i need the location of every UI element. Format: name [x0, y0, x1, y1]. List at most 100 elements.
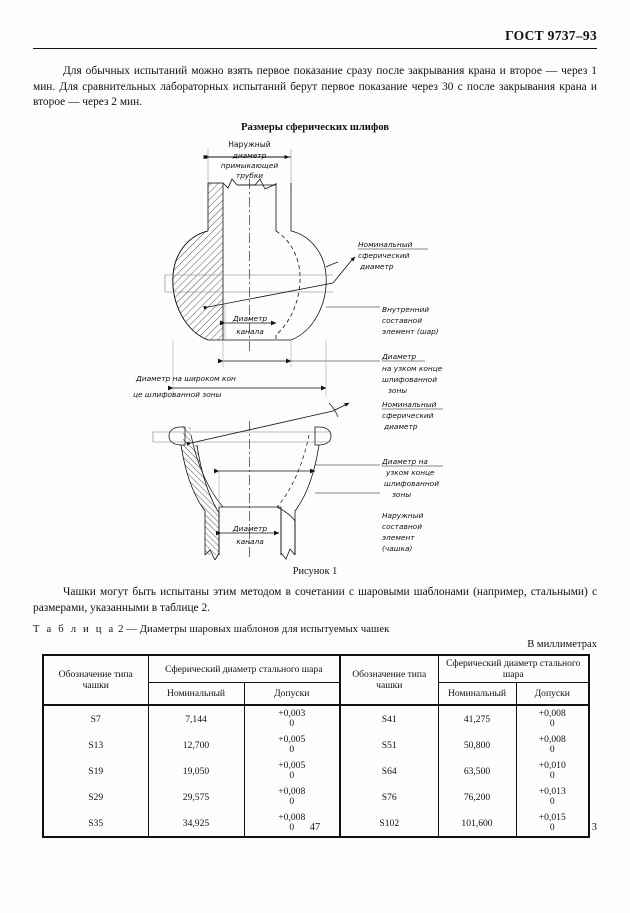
th-tolerance-1: Допуски: [243, 682, 341, 706]
tol-zero: 0: [549, 718, 555, 729]
cell-tolerance-left: +0,008 0: [243, 784, 341, 810]
units-note: В миллиметрах: [527, 639, 597, 650]
tol-zero: 0: [549, 744, 555, 755]
table-row: S35 34,925 +0,008 0 S102 101,600 +0,015 …: [42, 810, 591, 838]
svg-text:Диаметр на широком кон: Диаметр на широком кон: [135, 374, 236, 383]
cell-type-left: S7: [42, 704, 149, 732]
cell-nominal-left: 19,050: [147, 758, 245, 784]
cell-type-left: S29: [42, 784, 149, 810]
table-header-row-1: Обозначение типа чашки Сферический диаме…: [42, 654, 591, 706]
th-nominal-2: Номинальный: [437, 682, 517, 706]
cell-nominal-right: 63,500: [437, 758, 517, 784]
cell-type-right: S51: [339, 732, 439, 758]
table-row: S13 12,700 +0,005 0 S51 50,800 +0,008 0: [42, 732, 591, 758]
tol-zero: 0: [549, 822, 555, 833]
cell-nominal-left: 29,575: [147, 784, 245, 810]
tol-zero: 0: [549, 770, 555, 781]
tol-value: +0,003: [278, 708, 306, 719]
svg-text:зоны: зоны: [392, 490, 411, 499]
svg-text:шлифованной: шлифованной: [382, 375, 437, 384]
svg-text:примыкающей: примыкающей: [221, 161, 278, 170]
svg-text:Диаметр на: Диаметр на: [381, 457, 428, 466]
cell-type-right: S102: [339, 810, 439, 838]
svg-text:зоны: зоны: [388, 386, 407, 395]
svg-text:канала: канала: [236, 537, 264, 546]
cell-tolerance-left: +0,003 0: [243, 704, 341, 732]
cell-type-right: S41: [339, 704, 439, 732]
cell-nominal-right: 76,200: [437, 784, 517, 810]
figure-caption: Рисунок 1: [292, 566, 338, 577]
svg-text:це шлифованной зоны: це шлифованной зоны: [133, 390, 222, 399]
label-narrow-end-diameter-bottom: Диаметр на узком конце шлифованной зоны: [381, 457, 443, 499]
label-outer-component-cup: Наружный составной элемент (чашка): [382, 511, 423, 553]
label-wide-end-diameter: Диаметр на широком кон це шлифованной зо…: [133, 374, 236, 399]
cell-type-right: S76: [339, 784, 439, 810]
svg-text:сферический: сферический: [382, 411, 434, 420]
tol-zero: 0: [289, 744, 295, 755]
tol-zero: 0: [549, 796, 555, 807]
label-nominal-spherical-diameter-bottom: Номинальный сферический диаметр: [382, 400, 443, 431]
cell-nominal-right: 101,600: [437, 810, 517, 838]
svg-text:Номинальный: Номинальный: [382, 400, 437, 409]
svg-text:канала: канала: [236, 327, 264, 336]
tol-value: +0,010: [538, 760, 566, 771]
cell-type-left: S19: [42, 758, 149, 784]
cell-nominal-left: 12,700: [147, 732, 245, 758]
svg-text:диаметр: диаметр: [383, 422, 418, 431]
cell-tolerance-right: +0,010 0: [515, 758, 591, 784]
svg-text:элемент (шар): элемент (шар): [382, 327, 439, 336]
cell-tolerance-left: +0,005 0: [243, 758, 341, 784]
tol-value: +0,005: [278, 760, 306, 771]
cell-nominal-left: 7,144: [147, 704, 245, 732]
cell-tolerance-left: +0,005 0: [243, 732, 341, 758]
svg-text:Внутренний: Внутренний: [382, 305, 429, 314]
svg-text:узком конце: узком конце: [385, 468, 435, 477]
tol-zero: 0: [289, 718, 295, 729]
tol-zero: 0: [289, 822, 295, 833]
svg-text:Диаметр: Диаметр: [232, 524, 268, 533]
label-channel-diameter-top: Диаметр канала: [232, 314, 268, 336]
tol-value: +0,008: [278, 786, 306, 797]
svg-text:Номинальный: Номинальный: [358, 240, 413, 249]
figure-title: Размеры сферических шлифов: [241, 122, 389, 133]
label-channel-diameter-bottom: Диаметр канала: [232, 524, 268, 546]
th-nominal-1: Номинальный: [147, 682, 245, 706]
svg-text:(чашка): (чашка): [382, 544, 413, 553]
tol-value: +0,008: [538, 734, 566, 745]
table-row: S7 7,144 +0,003 0 S41 41,275 +0,008 0: [42, 704, 591, 732]
table-row: S29 29,575 +0,008 0 S76 76,200 +0,013 0: [42, 784, 591, 810]
svg-text:Наружный: Наружный: [228, 140, 270, 149]
figure-spherical-joint-diagram: Наружный диаметр примыкающей трубки Номи…: [33, 135, 597, 560]
cell-type-left: S35: [42, 810, 149, 838]
cell-tolerance-right: +0,015 0: [515, 810, 591, 838]
table-ball-template-diameters: Обозначение типа чашки Сферический диаме…: [42, 654, 591, 838]
th-cup-type-2: Обозначение типа чашки: [339, 654, 439, 706]
table-2-wrapper: Обозначение типа чашки Сферический диаме…: [42, 654, 591, 838]
cell-type-left: S13: [42, 732, 149, 758]
label-outer-tube-diameter: Наружный диаметр примыкающей трубки: [221, 140, 278, 180]
cell-nominal-right: 50,800: [437, 732, 517, 758]
svg-text:Диаметр: Диаметр: [232, 314, 268, 323]
tol-value: +0,013: [538, 786, 566, 797]
svg-text:составной: составной: [382, 522, 422, 531]
tol-value: +0,005: [278, 734, 306, 745]
table-title-prefix: Т а б л и ц а: [33, 624, 116, 635]
tol-value: +0,008: [538, 708, 566, 719]
label-nominal-spherical-diameter-top: Номинальный сферический диаметр: [358, 240, 428, 271]
table-title-rest: 2 — Диаметры шаровых шаблонов для испыту…: [118, 624, 390, 635]
tol-zero: 0: [289, 770, 295, 781]
th-tolerance-2: Допуски: [515, 682, 591, 706]
table-head: Обозначение типа чашки Сферический диаме…: [42, 654, 591, 706]
cell-tolerance-right: +0,013 0: [515, 784, 591, 810]
cell-nominal-right: 41,275: [437, 704, 517, 732]
svg-text:Диаметр: Диаметр: [381, 352, 417, 361]
tol-value: +0,008: [278, 812, 306, 823]
table-row: S19 19,050 +0,005 0 S64 63,500 +0,010 0: [42, 758, 591, 784]
th-sphere-diameter-2: Сферический диаметр стального шара: [437, 654, 591, 683]
label-narrow-end-diameter-top: Диаметр на узком конце шлифованной зоны: [381, 352, 443, 395]
cell-tolerance-right: +0,008 0: [515, 732, 591, 758]
cell-tolerance-left: +0,008 0: [243, 810, 341, 838]
standard-number: ГОСТ 9737–93: [505, 28, 597, 43]
th-sphere-diameter-1: Сферический диаметр стального шара: [147, 654, 341, 683]
cell-type-right: S64: [339, 758, 439, 784]
